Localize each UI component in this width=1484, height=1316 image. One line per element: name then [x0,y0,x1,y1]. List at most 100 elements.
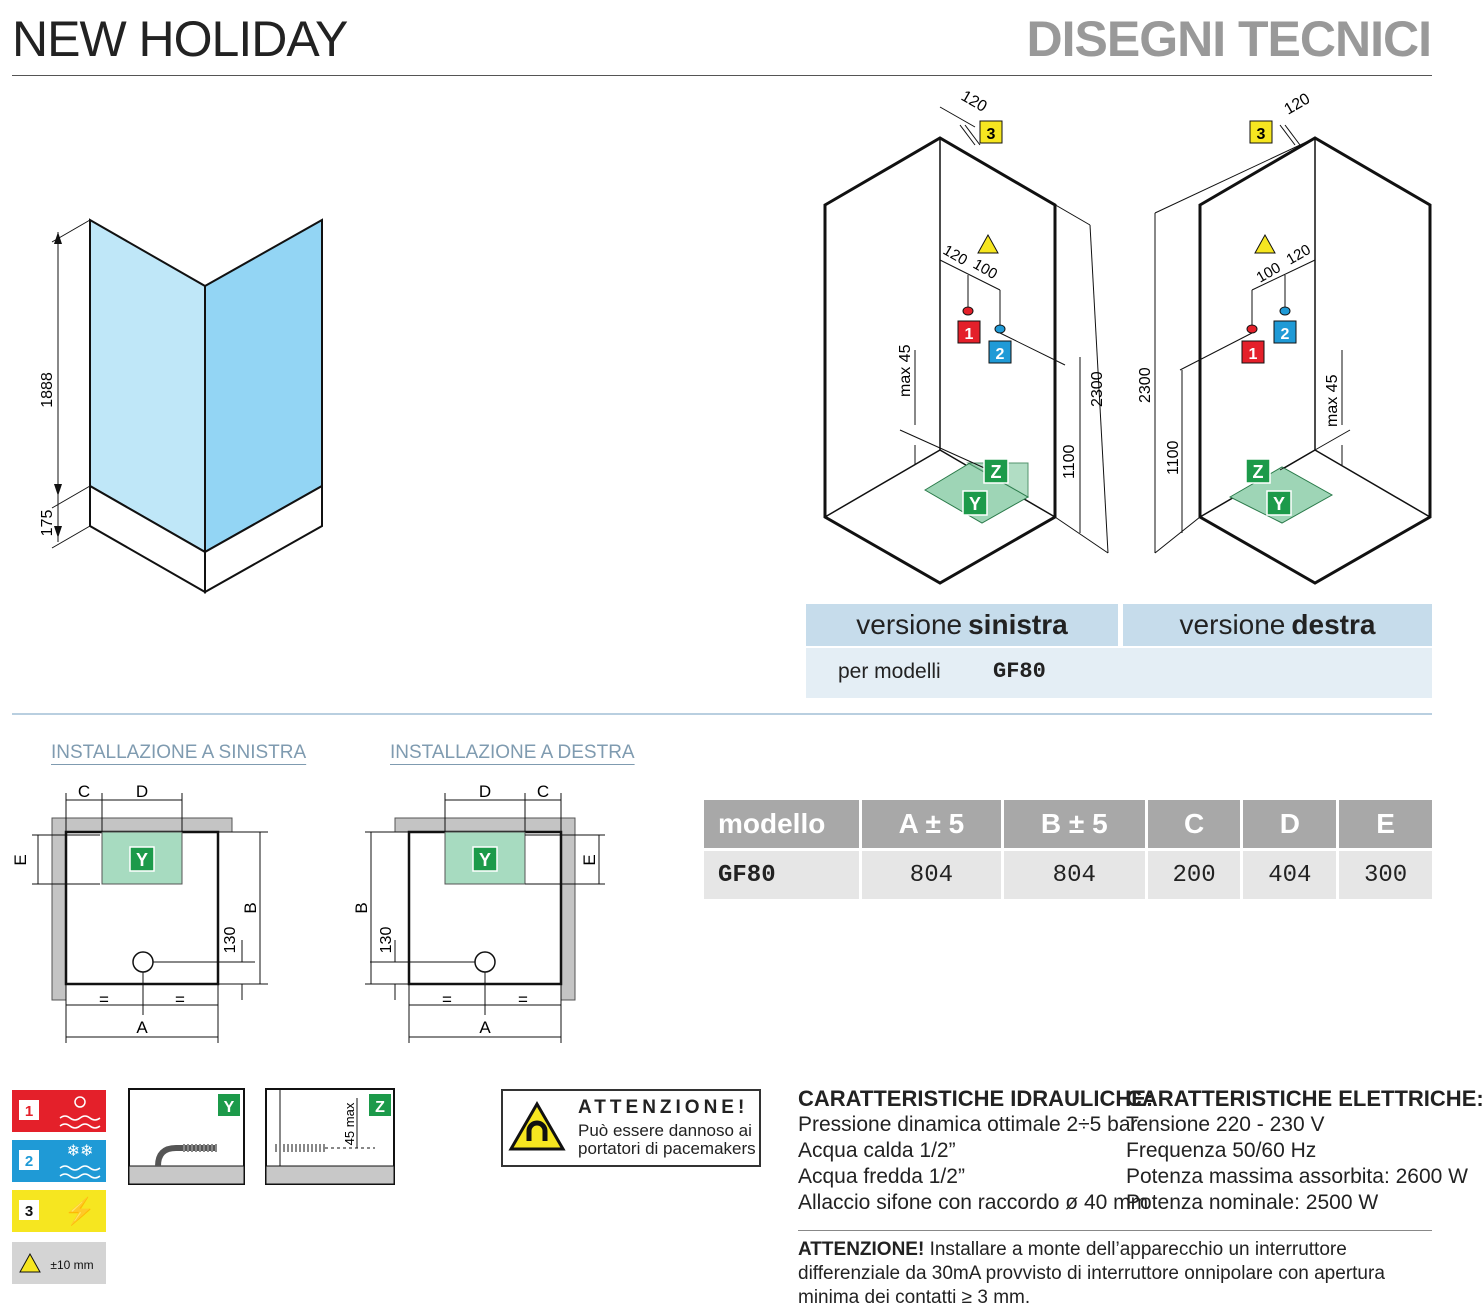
hydraulic-title: CARATTERISTICHE IDRAULICHE: [798,1086,1154,1111]
electric-title: CARATTERISTICHE ELETTRICHE: [1126,1086,1484,1111]
right-box-z: Z [1253,462,1264,482]
svg-text:=: = [175,990,185,1009]
section-title: DISEGNI TECNICI [1026,11,1432,67]
left-dim-5: 1100 [1061,444,1078,479]
magnet-warning-icon [508,1101,566,1151]
svg-text:D: D [479,782,491,801]
hydraulic-specs: CARATTERISTICHE IDRAULICHE: Pressione di… [798,1086,1153,1216]
model-dimensions-table: modello A ± 5 B ± 5 C D E GF80 804 804 2… [701,797,1435,902]
table-header: E [1339,800,1432,848]
models-value: GF80 [993,659,1046,684]
pacemaker-warning: ATTENZIONE! Può essere dannoso ai portat… [501,1089,761,1167]
right-dim-6: max 45 [1324,374,1341,427]
snowflake-icon: ❄❄ [67,1143,94,1160]
electric-plug-icon: ⚡ [64,1196,96,1227]
notice-rule [798,1230,1432,1231]
table-cell: 200 [1147,851,1241,899]
electric-item: Potenza nominale: 2500 W [1126,1191,1379,1214]
table-header: modello [704,800,859,848]
legend-1: 1 [25,1103,33,1120]
drain-detail-y: Y [128,1088,245,1185]
left-box-3: 3 [987,126,996,143]
electric-specs: CARATTERISTICHE ELETTRICHE: Tensione 220… [1126,1086,1484,1216]
svg-text:E: E [11,854,30,865]
svg-text:Y: Y [479,850,491,870]
warning-line2: portatori di pacemakers [578,1139,756,1158]
table-header: C [1147,800,1241,848]
left-dim-2: 120 [940,242,970,269]
right-dim-3: 100 [1254,259,1284,286]
install-right-title: INSTALLAZIONE A DESTRA [390,742,635,763]
electric-item: Frequenza 50/60 Hz [1126,1139,1317,1162]
svg-text:A: A [136,1018,148,1037]
table-cell: 804 [862,851,1001,899]
hydraulic-item: Acqua fredda 1/2” [798,1165,965,1188]
table-cell: 804 [1003,851,1145,899]
left-box-2: 2 [996,346,1005,363]
warning-line1: Può essere dannoso ai [578,1121,752,1140]
electric-item: Potenza massima assorbita: 2600 W [1126,1165,1468,1188]
legend-tolerance: ±10 mm [50,1258,93,1272]
right-box-2: 2 [1281,326,1290,343]
table-header: D [1243,800,1337,848]
svg-text:130: 130 [222,927,239,954]
svg-text:Y: Y [136,850,148,870]
notice-bold: ATTENZIONE! [798,1239,925,1260]
legend-icons: 1 2 ❄❄ 3 ⚡ ±10 mm [12,1090,106,1284]
right-dim-2: 120 [1284,241,1314,268]
svg-text:=: = [518,990,528,1009]
left-version-drawing: 3 120 120 100 1 2 max 45 1100 2300 Z Y [823,88,1109,585]
svg-text:Y: Y [224,1099,235,1116]
table-cell: 404 [1243,851,1337,899]
right-version-drawing: 3 120 100 120 2 1 max 45 1100 2300 Z Y [1137,90,1432,585]
drain-detail-z: 45 max Z [265,1088,395,1185]
models-row [806,648,1432,698]
header-rule [12,75,1432,76]
svg-text:C: C [537,782,549,801]
hydraulic-item: Acqua calda 1/2” [798,1139,956,1162]
left-dim-1: 120 [958,88,990,116]
page-title: NEW HOLIDAY [12,11,348,67]
table-cell: 300 [1339,851,1432,899]
glass-corner-drawing: 1888 175 [39,218,323,594]
svg-text:C: C [78,782,90,801]
water-icon [59,1115,101,1129]
base-label: 175 [39,510,56,537]
notice-text: Installare a monte dell’apparecchio un i… [798,1239,1385,1308]
svg-text:A: A [479,1018,491,1037]
sun-icon [74,1096,86,1108]
section-divider [12,713,1432,715]
left-box-z: Z [991,462,1002,482]
svg-text:Z: Z [375,1099,385,1116]
svg-text:130: 130 [378,927,395,954]
right-dim-5: 1100 [1165,440,1182,475]
right-box-y: Y [1273,494,1285,514]
right-box-1: 1 [1249,346,1258,363]
table-row: GF80 804 804 200 404 300 [704,851,1432,899]
right-dim-1: 120 [1282,90,1314,118]
hydraulic-item: Allaccio sifone con raccordo ø 40 mm [798,1191,1149,1214]
right-dim-4: 2300 [1137,367,1154,403]
table-header: A ± 5 [862,800,1001,848]
left-box-1: 1 [965,326,974,343]
svg-text:=: = [442,990,452,1009]
electrical-notice: ATTENZIONE! Installare a monte dell’appa… [798,1238,1432,1310]
svg-text:B: B [241,902,260,913]
svg-text:D: D [136,782,148,801]
install-left-drawing: Y C D E B 130 = = A [11,782,268,1043]
svg-text:E: E [580,854,599,865]
table-cell: GF80 [704,851,859,899]
table-header-row: modello A ± 5 B ± 5 C D E [704,800,1432,848]
install-left-title: INSTALLAZIONE A SINISTRA [51,742,307,763]
warning-title: ATTENZIONE! [578,1097,749,1118]
svg-text:45 max: 45 max [342,1102,357,1145]
left-dim-6: max 45 [897,344,914,397]
install-right-drawing: Y D C E B 130 = = A [352,782,605,1043]
svg-text:=: = [99,990,109,1009]
models-label: per modelli [838,660,941,683]
right-box-3: 3 [1257,126,1266,143]
left-dim-3: 100 [970,256,1000,283]
svg-text:B: B [352,902,371,913]
